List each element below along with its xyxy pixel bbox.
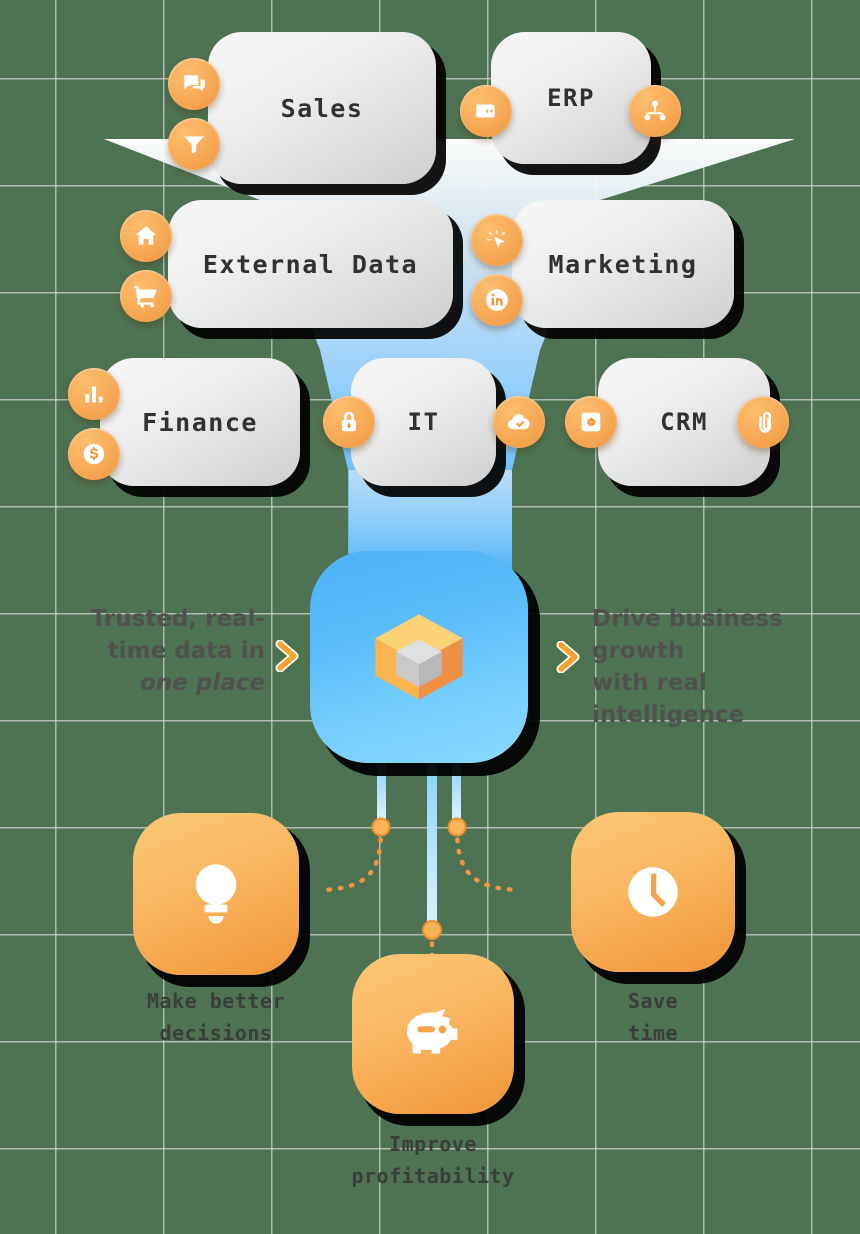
benefit-label-line2: time [627, 1021, 679, 1045]
chevron-right-icon [556, 641, 580, 673]
lightbulb-icon [195, 864, 237, 924]
caption-right-line4: intelligence [592, 701, 745, 728]
home-icon[interactable] [120, 210, 172, 262]
caption-right-line3: with real [592, 669, 707, 696]
linkedin-icon[interactable] [471, 274, 523, 326]
caption-left-line2: time data in [107, 637, 265, 664]
benefit-label-line2: decisions [159, 1021, 273, 1045]
cursor-click-icon[interactable] [471, 214, 523, 266]
piggy-bank-icon [407, 1008, 458, 1054]
source-card-label: IT [407, 408, 440, 436]
caption-right-line2: growth [592, 637, 685, 664]
caption-left: Trusted, real- time data in one place [60, 604, 265, 700]
source-card-external-data[interactable]: External Data [168, 200, 453, 328]
lock-icon[interactable] [323, 396, 375, 448]
funnel-filter-icon[interactable] [168, 118, 220, 170]
caption-left-emphasis: one place [140, 669, 265, 696]
benefit-label-line1: Make better [147, 989, 285, 1013]
central-data-hub-card[interactable] [310, 551, 528, 763]
benefit-label-improve-profitability: Improve profitability [313, 1128, 553, 1192]
cloud-check-icon[interactable] [493, 396, 545, 448]
benefit-label-line1: Improve [389, 1132, 477, 1156]
benefit-card-make-better-decisions[interactable] [133, 813, 299, 975]
data-funnel-shape [104, 139, 795, 575]
node-hierarchy-icon[interactable] [629, 85, 681, 137]
source-card-label: Finance [142, 407, 258, 437]
dollar-coin-icon[interactable] [68, 428, 120, 480]
shopping-cart-icon[interactable] [120, 270, 172, 322]
source-card-erp[interactable]: ERP [491, 32, 651, 164]
caption-right-line1: Drive business [592, 606, 783, 632]
benefit-label-make-better-decisions: Make better decisions [96, 985, 336, 1049]
wallet-icon[interactable] [460, 85, 512, 137]
source-card-label: External Data [202, 249, 419, 279]
bar-chart-icon[interactable] [68, 368, 120, 420]
benefit-card-improve-profitability[interactable] [352, 954, 514, 1114]
gear-square-icon[interactable] [565, 396, 617, 448]
isometric-cube-icon [375, 614, 463, 700]
caption-left-line1: Trusted, real- [90, 606, 265, 632]
hub-to-benefits-connectors [319, 760, 521, 971]
benefit-label-line1: Save [627, 989, 679, 1013]
source-card-label: Sales [280, 93, 364, 123]
source-card-label: Marketing [548, 249, 698, 279]
chat-bubbles-icon[interactable] [168, 58, 220, 110]
benefit-label-line2: profitability [351, 1164, 515, 1188]
source-card-finance[interactable]: Finance [100, 358, 300, 486]
benefit-label-save-time: Save time [533, 985, 773, 1049]
benefit-card-save-time[interactable] [571, 812, 735, 972]
source-card-sales[interactable]: Sales [208, 32, 436, 184]
caption-right: Drive business growth with real intellig… [592, 604, 807, 732]
source-card-label: CRM [660, 408, 708, 436]
clock-icon [628, 867, 678, 917]
source-card-marketing[interactable]: Marketing [512, 200, 734, 328]
paperclip-icon[interactable] [737, 396, 789, 448]
source-card-label: ERP [547, 84, 595, 112]
chevron-right-icon [275, 640, 299, 672]
source-card-it[interactable]: IT [351, 358, 496, 486]
